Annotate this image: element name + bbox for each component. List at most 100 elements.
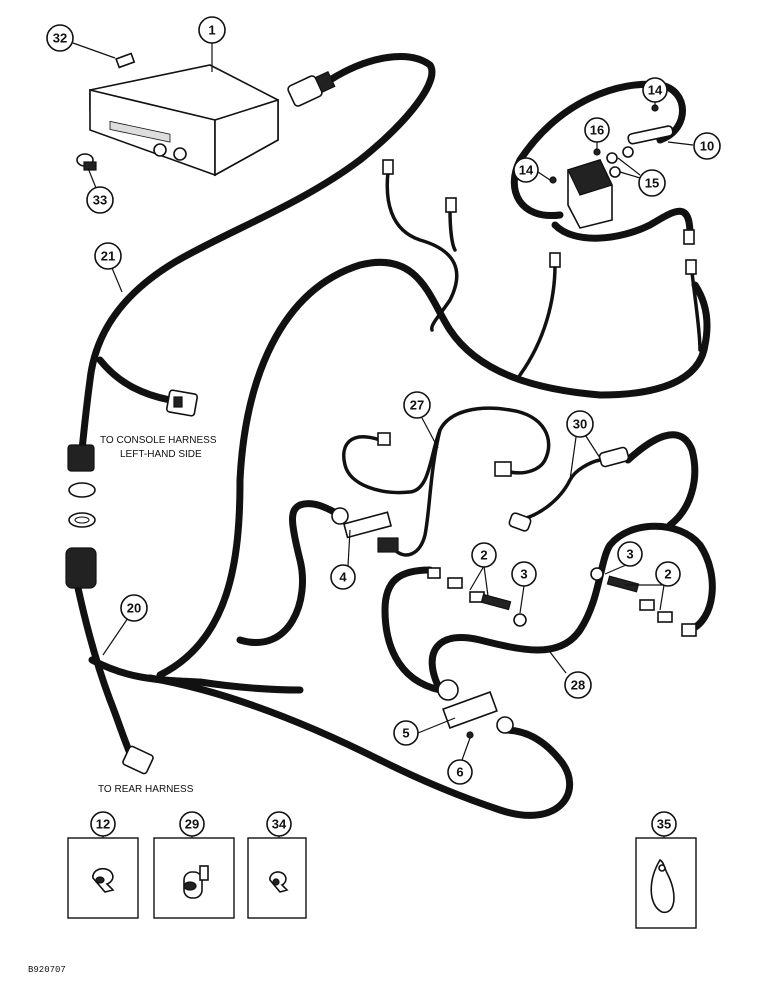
fuse-32 <box>115 52 136 69</box>
svg-text:6: 6 <box>456 765 463 780</box>
bulkhead-connector-stack <box>65 444 97 589</box>
leader-3a <box>519 585 525 614</box>
note-console-line2: LEFT-HAND SIDE <box>120 449 202 460</box>
harness-28-loop <box>428 522 716 694</box>
callout-21: 21 <box>94 242 122 270</box>
leader-28 <box>549 651 567 674</box>
wire-to-upper-connectors <box>385 170 459 332</box>
callout-20: 20 <box>120 594 148 622</box>
note-rear: TO REAR HARNESS <box>98 784 194 795</box>
callout-5: 5 <box>393 720 419 746</box>
callout-10: 10 <box>693 132 721 160</box>
svg-text:14: 14 <box>648 83 663 98</box>
svg-text:12: 12 <box>96 817 110 832</box>
leader-4 <box>347 529 351 567</box>
harness-inner-loop <box>236 500 344 646</box>
nut-14b <box>549 176 557 184</box>
svg-text:3: 3 <box>520 567 527 582</box>
connector-27-b <box>494 461 512 477</box>
leader-2b2 <box>659 584 665 611</box>
harness-27-wire <box>342 406 551 495</box>
svg-text:14: 14 <box>519 163 534 178</box>
module-connector <box>287 70 336 107</box>
harness-28-wire <box>381 566 444 694</box>
leader-15a <box>617 157 641 176</box>
harness-21-wire <box>78 53 436 454</box>
callout-14a: 14 <box>642 77 668 103</box>
svg-text:29: 29 <box>185 817 199 832</box>
callout-2b: 2 <box>655 561 681 587</box>
leader-32 <box>72 42 116 59</box>
svg-text:4: 4 <box>339 570 347 585</box>
svg-text:20: 20 <box>127 601 141 616</box>
inset-12: 12 <box>67 811 139 919</box>
wire-to-right-connector <box>518 263 557 377</box>
inset-34: 34 <box>247 811 307 919</box>
bracket-4 <box>331 507 399 553</box>
leader-20 <box>102 617 129 656</box>
svg-text:32: 32 <box>53 31 67 46</box>
console-connector <box>165 389 199 417</box>
leader-2a2 <box>483 565 489 597</box>
svg-text:35: 35 <box>657 817 671 832</box>
svg-text:16: 16 <box>590 123 604 138</box>
connector-27-a <box>377 432 391 446</box>
leader-27 <box>421 417 439 449</box>
leader-6 <box>461 737 471 761</box>
svg-text:27: 27 <box>410 398 424 413</box>
callout-14b: 14 <box>513 157 539 183</box>
connector-pair-right <box>590 567 697 637</box>
callout-3a: 3 <box>511 561 537 587</box>
svg-text:34: 34 <box>272 817 287 832</box>
callout-32: 32 <box>46 24 74 52</box>
leader-15b <box>619 171 641 179</box>
svg-text:15: 15 <box>645 176 659 191</box>
callout-6: 6 <box>447 759 473 785</box>
callout-15: 15 <box>638 169 666 197</box>
svg-text:33: 33 <box>93 193 107 208</box>
note-console-line1: TO CONSOLE HARNESS <box>100 435 217 446</box>
harness-20-branch-main <box>88 656 304 694</box>
connector-30-b <box>598 446 630 468</box>
callout-28: 28 <box>564 671 592 699</box>
figure-id: B920707 <box>28 965 66 975</box>
relay-block <box>567 159 613 229</box>
leader-33 <box>87 167 97 189</box>
connector-far-right <box>685 259 697 275</box>
svg-text:28: 28 <box>571 678 585 693</box>
connector-pair-left <box>427 567 527 627</box>
bracket-10 <box>627 125 674 145</box>
callout-1: 1 <box>198 16 226 44</box>
callout-27: 27 <box>403 391 431 419</box>
callout-16: 16 <box>584 117 610 143</box>
inset-35: 35 <box>635 811 697 929</box>
svg-text:3: 3 <box>626 547 633 562</box>
harness-big-sweep <box>156 258 711 679</box>
callout-2a: 2 <box>471 542 497 568</box>
svg-text:2: 2 <box>480 548 487 563</box>
leader-30a <box>569 429 578 481</box>
callout-33: 33 <box>86 186 114 214</box>
connector-30-a <box>508 512 532 532</box>
svg-text:21: 21 <box>101 249 115 264</box>
harness-30-wire <box>518 458 602 522</box>
leader-3b <box>604 564 627 575</box>
connector-right-1 <box>549 252 561 268</box>
svg-text:2: 2 <box>664 567 671 582</box>
rear-harness-connector <box>122 745 154 775</box>
harness-20-lower-loop <box>146 674 574 819</box>
loop-around-part-10 <box>510 80 686 220</box>
svg-text:5: 5 <box>402 726 409 741</box>
leader-14b <box>537 171 551 181</box>
wire-to-far-right-connector <box>690 270 702 352</box>
inset-29: 29 <box>153 811 235 919</box>
callout-4: 4 <box>330 564 356 590</box>
leader-5 <box>417 717 456 734</box>
svg-text:10: 10 <box>700 139 714 154</box>
leader-21 <box>111 267 123 293</box>
washers-15 <box>606 146 634 178</box>
bulb-33 <box>76 153 97 171</box>
callout-30: 30 <box>566 410 594 438</box>
harness-30-extension <box>624 431 699 529</box>
